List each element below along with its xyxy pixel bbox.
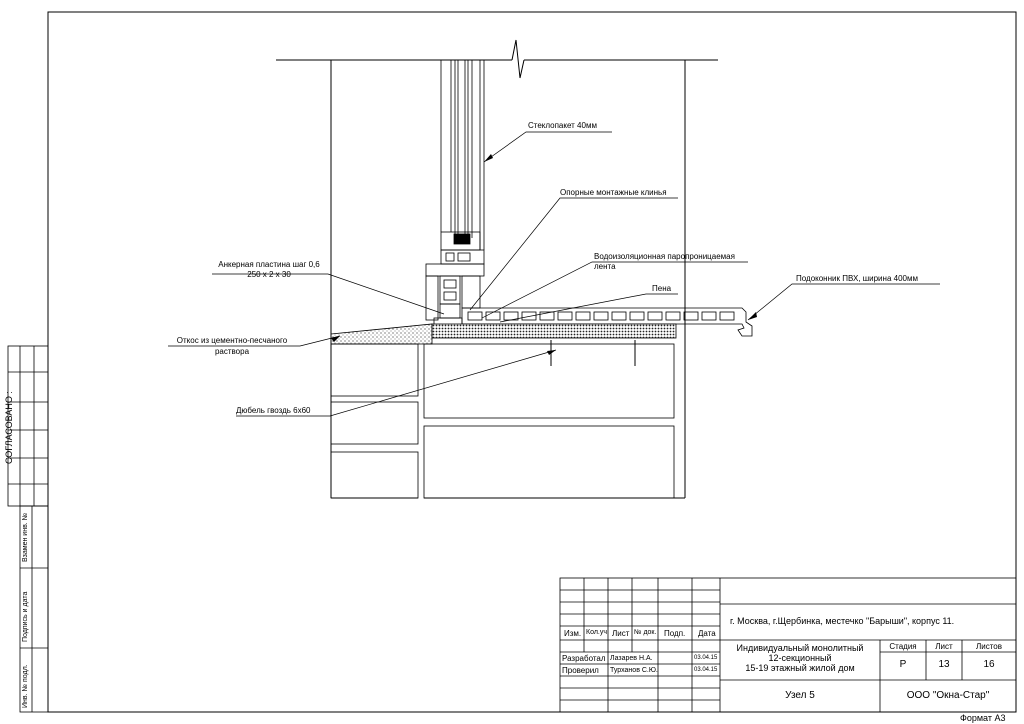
tb-company: ООО "Окна-Стар" xyxy=(906,690,990,701)
label-foam: Пена xyxy=(652,284,672,293)
label-membrane-2: лента xyxy=(594,262,616,271)
tb-developed-label: Разработал xyxy=(562,654,606,663)
side-inv-orig: Инв. № подл. xyxy=(22,664,29,708)
tb-building-2: 12-секционный xyxy=(768,653,832,663)
tb-developed-date: 03.04.15 xyxy=(694,655,718,661)
side-agreed: СОГЛАСОВАНО : xyxy=(4,391,14,464)
tb-building-3: 15-19 этажный жилой дом xyxy=(745,663,855,673)
label-dowel: Дюбель гвоздь 6х60 xyxy=(236,406,311,415)
leader-lines xyxy=(168,131,940,417)
masonry-blocks xyxy=(330,343,675,499)
tb-sheets: 16 xyxy=(983,659,995,670)
label-glazing: Стеклопакет 40мм xyxy=(528,121,597,130)
format-label: Формат А3 xyxy=(960,713,1006,723)
leader-arrows xyxy=(331,154,757,355)
label-slope-2: раствора xyxy=(214,347,250,356)
tb-stage-label: Стадия xyxy=(889,642,917,651)
tb-col-kol: Кол.уч xyxy=(586,629,607,636)
label-sill: Подоконник ПВХ, ширина 400мм xyxy=(796,274,918,283)
foam-layer xyxy=(431,323,677,339)
side-replace-inv: Взамен инв. № xyxy=(22,512,29,562)
window-frame-profile xyxy=(425,231,485,327)
label-anchor-1: Анкерная пластина шаг 0,6 xyxy=(218,260,320,269)
side-stamp xyxy=(7,345,49,713)
slab-top xyxy=(276,39,718,79)
tb-col-doc: № док. xyxy=(634,629,657,636)
label-slope-1: Откос из цементно-песчаного xyxy=(176,336,288,345)
tb-address: г. Москва, г.Щербинка, местечко "Барыши"… xyxy=(730,616,955,626)
tb-checked-date: 03.04.15 xyxy=(694,667,718,673)
side-sign-date: Подпись и дата xyxy=(22,591,29,642)
wall xyxy=(330,60,686,499)
tb-checked-name: Турханов С.Ю. xyxy=(610,667,658,674)
title-block xyxy=(559,577,1017,713)
tb-col-date: Дата xyxy=(698,629,716,638)
tb-col-list: Лист xyxy=(612,629,630,638)
tb-checked-label: Проверил xyxy=(562,666,599,675)
tb-sheet: 13 xyxy=(938,659,950,670)
tb-node: Узел 5 xyxy=(785,690,815,701)
tb-sheet-label: Лист xyxy=(935,642,953,651)
sheet-border xyxy=(47,11,1017,713)
pvc-sill xyxy=(461,307,753,337)
tb-developed-name: Лазарев Н.А. xyxy=(610,655,653,662)
tb-sheets-label: Листов xyxy=(976,642,1002,651)
label-anchor-2: 250 х 2 х 30 xyxy=(247,270,291,279)
tb-building-1: Индивидуальный монолитный xyxy=(736,643,864,653)
tb-col-podp: Подп. xyxy=(664,629,686,638)
tb-col-izm: Изм. xyxy=(564,629,582,638)
cement-slope xyxy=(330,323,433,345)
tb-stage: Р xyxy=(899,659,907,670)
label-wedges: Опорные монтажные клинья xyxy=(560,188,667,197)
label-membrane-1: Водоизоляционная паропроницаемая xyxy=(594,252,735,261)
glazing-unit xyxy=(440,60,485,250)
